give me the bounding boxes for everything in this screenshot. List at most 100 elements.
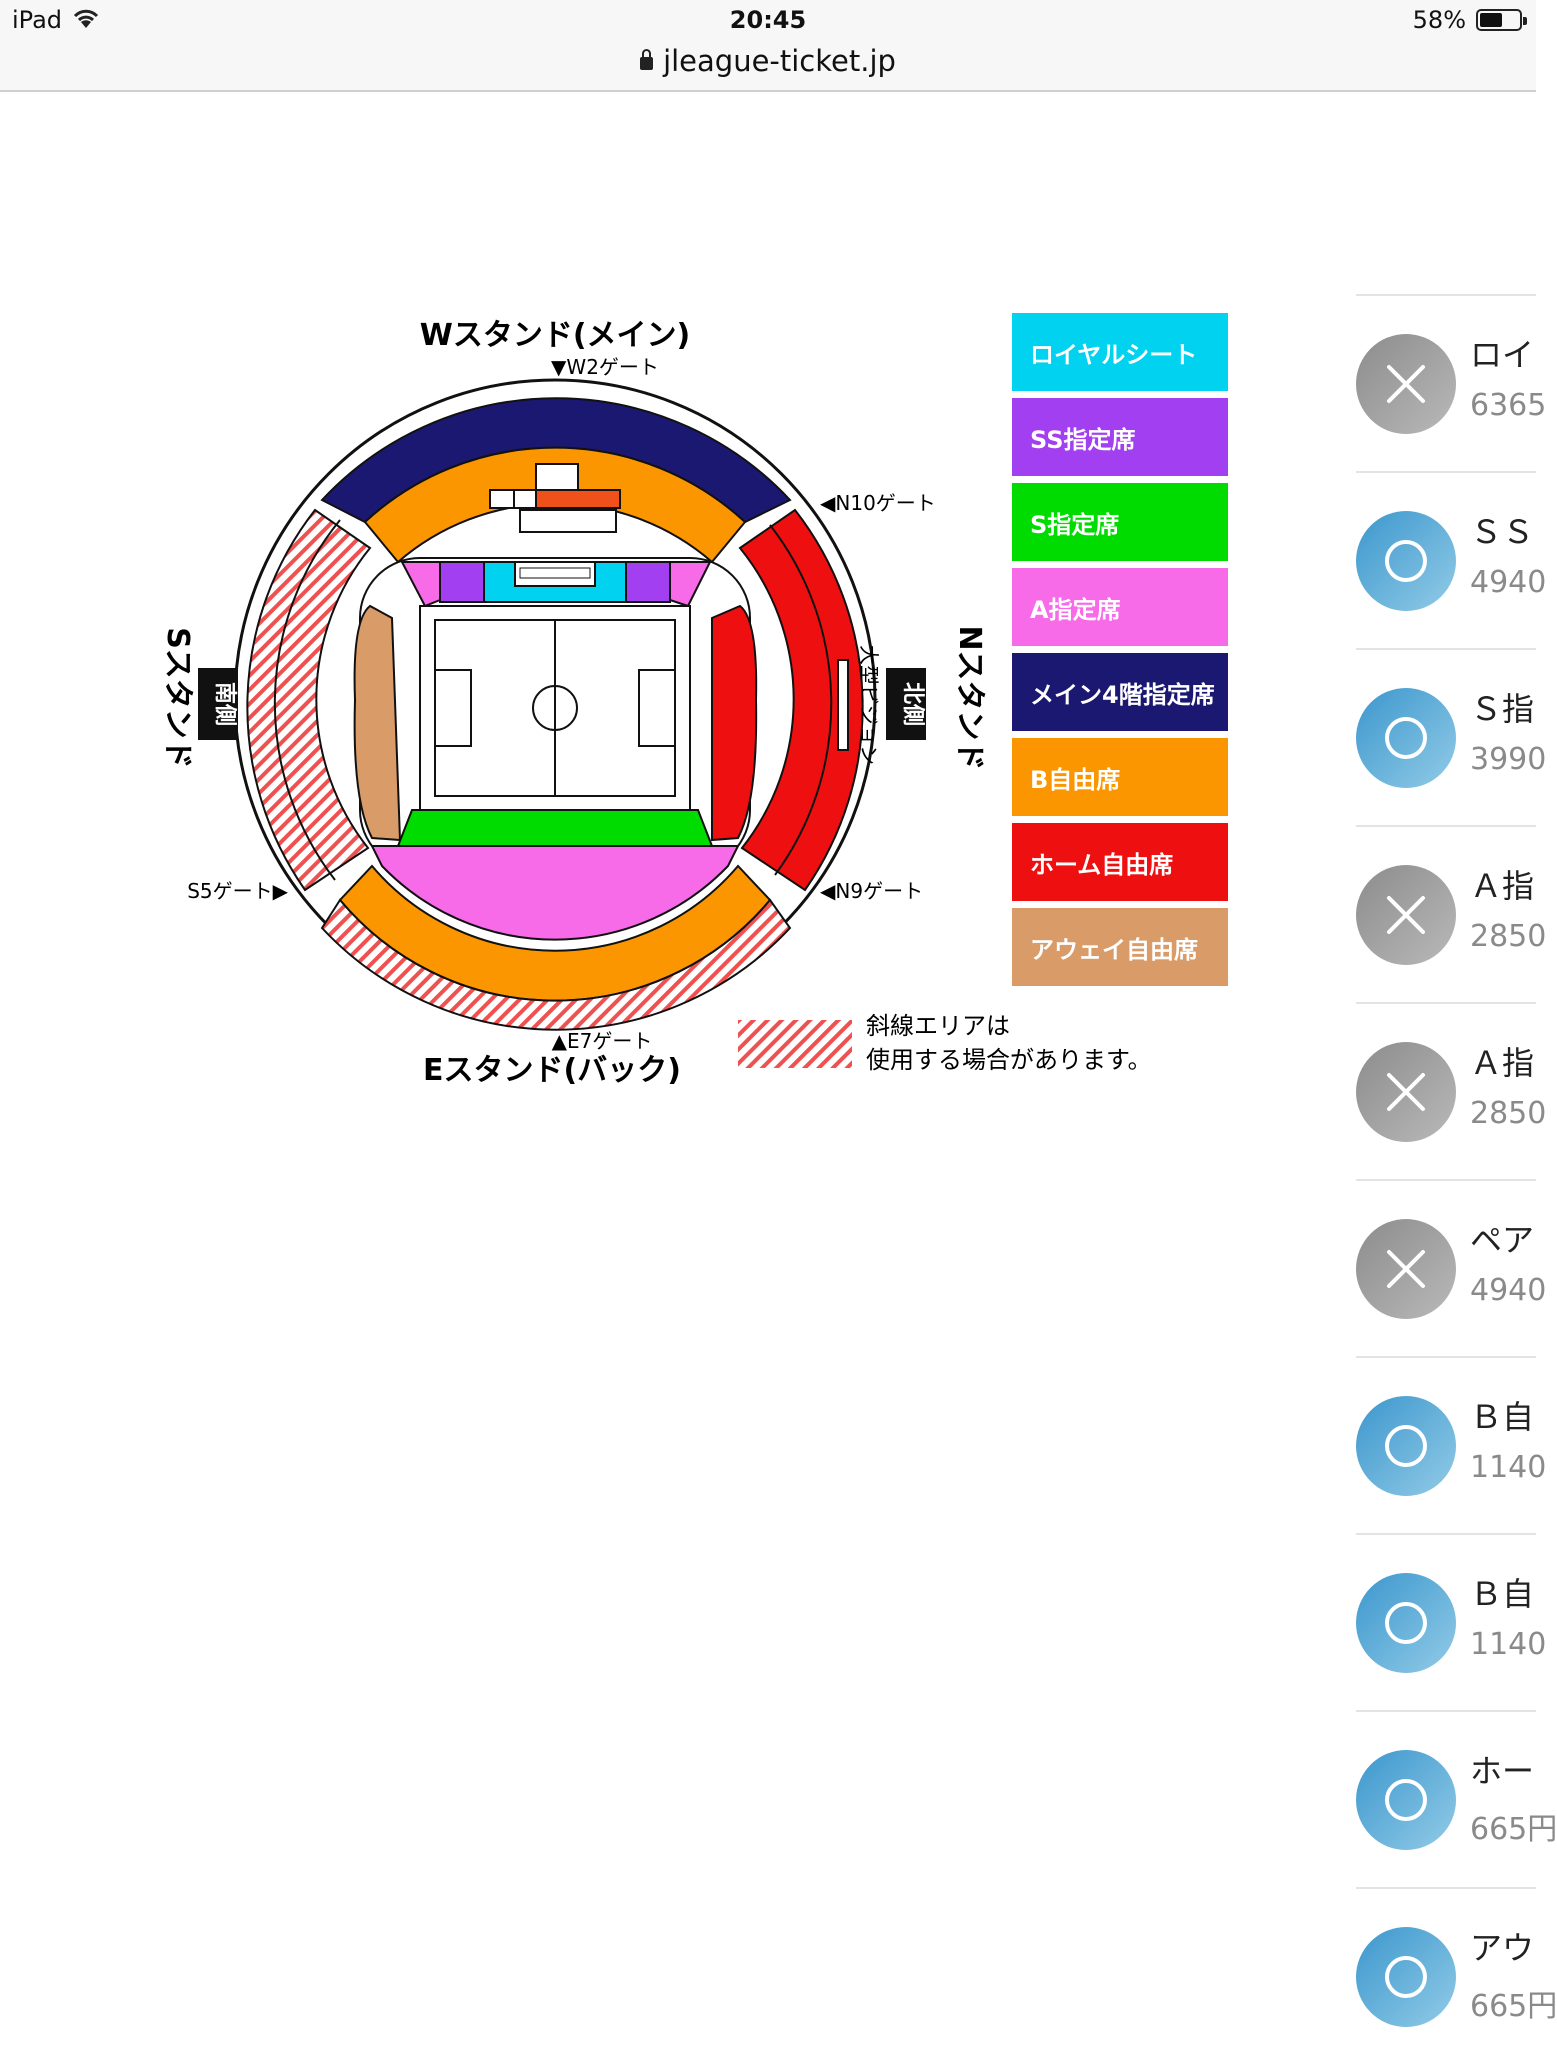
legend-label: S指定席: [1030, 511, 1119, 539]
legend-label: アウェイ自由席: [1030, 936, 1198, 964]
hatch-note-line2: 使用する場合があります。: [866, 1046, 1152, 1074]
north-side-label: 北側: [900, 682, 925, 726]
gate-s5-label: S5ゲート▶: [187, 879, 288, 903]
stand-west-label: Wスタンド(メイン): [420, 318, 691, 353]
seat-row[interactable]: ＳＳ 4940: [1356, 471, 1546, 648]
battery-percent: 58%: [1412, 6, 1466, 34]
legend-item: B自由席: [1012, 738, 1228, 816]
gate-w2-label: ▼W2ゲート: [551, 355, 659, 379]
section-home-inner[interactable]: [711, 604, 758, 842]
section-s[interactable]: [396, 809, 714, 847]
wifi-icon: [73, 9, 99, 28]
seat-price: 2850: [1470, 919, 1547, 954]
legend-swatch: [1012, 483, 1228, 561]
seat-price: 4940: [1470, 1273, 1547, 1308]
north-side-badge: [886, 668, 926, 740]
stand-north-label: Nスタンド: [952, 625, 987, 770]
legend-item: アウェイ自由席: [1012, 908, 1228, 986]
available-icon: [1356, 1573, 1456, 1673]
hatch-sample: [738, 1020, 852, 1068]
legend-label: メイン4階指定席: [1030, 681, 1215, 709]
section-hatched-east[interactable]: [320, 898, 792, 1031]
seat-row[interactable]: アウ 665円: [1356, 1887, 1557, 2064]
address-bar[interactable]: jleague-ticket.jp: [0, 44, 1536, 78]
seat-price: 665円: [1470, 1989, 1557, 2024]
section-ss-right[interactable]: [625, 561, 671, 603]
seat-name: Ｂ自: [1470, 1575, 1535, 1613]
legend-swatch: [1012, 568, 1228, 646]
section-hatched-south[interactable]: [246, 508, 372, 892]
hatch-note-line1: 斜線エリアは: [866, 1012, 1010, 1040]
legend-label: A指定席: [1030, 596, 1121, 624]
battery-icon: [1476, 9, 1527, 31]
legend-swatch: [1012, 313, 1228, 391]
seat-row[interactable]: ロイ 6365: [1356, 294, 1546, 471]
url-text: jleague-ticket.jp: [663, 44, 896, 78]
seat-price: 6365: [1470, 388, 1547, 423]
browser-top-bar: iPad 20:45 58% jleague-ticket.jp: [0, 0, 1536, 92]
stadium-seat-map: Wスタンド(メイン) ▼W2ゲート Eスタンド(バック) ▲E7ゲート S5ゲー…: [0, 300, 1250, 1120]
legend-swatch: [1012, 908, 1228, 986]
legend-item: ホーム自由席: [1012, 823, 1228, 901]
sold-out-icon: [1356, 334, 1456, 434]
legend-label: ロイヤルシート: [1030, 341, 1197, 369]
legend-swatch: [1012, 738, 1228, 816]
section-a-east[interactable]: [370, 845, 740, 941]
big-vision-label: 大型ビジョン: [857, 645, 881, 765]
section-ss-left[interactable]: [439, 561, 485, 603]
seat-name: ロイ: [1470, 336, 1535, 374]
sold-out-icon: [1356, 1219, 1456, 1319]
legend-item: SS指定席: [1012, 398, 1228, 476]
south-side-label: 南側: [212, 682, 237, 726]
seat-price: 3990: [1470, 742, 1547, 777]
device-name: iPad: [12, 6, 63, 34]
seat-row[interactable]: Ａ指 2850: [1356, 825, 1546, 1002]
available-icon: [1356, 1927, 1456, 2027]
legend-swatch: [1012, 398, 1228, 476]
seat-price: 665円: [1470, 1812, 1557, 1847]
seat-name: Ｂ自: [1470, 1398, 1535, 1436]
sold-out-icon: [1356, 865, 1456, 965]
legend-item: A指定席: [1012, 568, 1228, 646]
seat-price: 1140: [1470, 1627, 1547, 1662]
available-icon: [1356, 511, 1456, 611]
available-icon: [1356, 688, 1456, 788]
legend-item: S指定席: [1012, 483, 1228, 561]
stadium-diagram: Wスタンド(メイン) ▼W2ゲート Eスタンド(バック) ▲E7ゲート S5ゲー…: [160, 313, 1228, 1088]
south-side-badge: [198, 668, 238, 740]
legend-swatch: [1012, 823, 1228, 901]
legend-swatch: [1012, 653, 1228, 731]
legend-item: メイン4階指定席: [1012, 653, 1228, 731]
seat-name: ホー: [1470, 1752, 1535, 1790]
legend-label: B自由席: [1030, 766, 1120, 794]
seat-row[interactable]: Ｓ指 3990: [1356, 648, 1546, 825]
section-away[interactable]: [353, 604, 402, 842]
section-home[interactable]: [738, 508, 864, 892]
section-b-west[interactable]: [363, 446, 747, 564]
seat-row[interactable]: ペア 4940: [1356, 1179, 1546, 1356]
sold-out-icon: [1356, 1042, 1456, 1142]
legend-label: SS指定席: [1030, 426, 1136, 454]
seat-row[interactable]: Ｂ自 1140: [1356, 1533, 1546, 1710]
gate-n10-label: ◀N10ゲート: [820, 491, 936, 515]
seat-name: ペア: [1470, 1221, 1535, 1259]
seat-row[interactable]: ホー 665円: [1356, 1710, 1557, 1887]
available-icon: [1356, 1750, 1456, 1850]
seat-price: 2850: [1470, 1096, 1547, 1131]
available-icon: [1356, 1396, 1456, 1496]
seat-name: Ｓ指: [1470, 690, 1535, 728]
legend-label: ホーム自由席: [1030, 851, 1173, 879]
clock: 20:45: [729, 6, 807, 34]
lock-icon: [640, 49, 654, 70]
seat-name: アウ: [1470, 1929, 1535, 1967]
stand-east-label: Eスタンド(バック): [423, 1053, 681, 1088]
seat-price: 4940: [1470, 565, 1547, 600]
gate-e7-label: ▲E7ゲート: [552, 1029, 653, 1053]
seat-name: ＳＳ: [1470, 513, 1535, 551]
gate-n9-label: ◀N9ゲート: [820, 879, 923, 903]
big-vision-screen: [837, 659, 849, 751]
seat-name: Ａ指: [1470, 867, 1535, 905]
